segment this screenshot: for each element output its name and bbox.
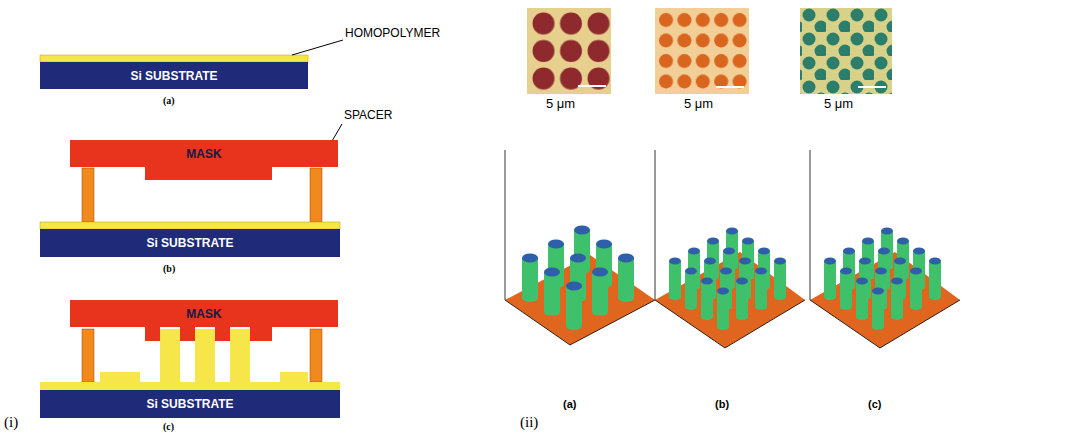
panel-number: (ii): [520, 414, 538, 431]
substrate-layer: Si SUBSTRATE: [40, 390, 340, 418]
panel-letter: (b): [715, 398, 729, 410]
layer-label: Si SUBSTRATE: [130, 69, 217, 83]
layer-label: Si SUBSTRATE: [146, 236, 233, 250]
panel-letter: (b): [163, 263, 175, 274]
afm-plot: [505, 150, 655, 345]
panel-number: (i): [4, 414, 18, 431]
layer-label: MASK: [186, 307, 221, 321]
leader-line: [292, 40, 343, 55]
mask-plate: MASK: [70, 140, 338, 167]
layer-label: Si SUBSTRATE: [146, 397, 233, 411]
part-label: SPACER: [344, 108, 392, 122]
panel-letter: (a): [563, 398, 576, 410]
substrate-layer: Si SUBSTRATE: [40, 62, 308, 89]
substrate-layer: Si SUBSTRATE: [40, 229, 340, 257]
panel-letter: (c): [163, 421, 174, 432]
panel-letter: (c): [868, 398, 881, 410]
scale-bar-label: 5 μm: [546, 96, 575, 111]
layer-label: MASK: [186, 147, 221, 161]
scale-bar-label: 5 μm: [824, 96, 853, 111]
afm-plot: [810, 150, 960, 348]
afm-plot: [655, 150, 805, 348]
scale-bar-label: 5 μm: [684, 96, 713, 111]
part-label: HOMOPOLYMER: [345, 26, 440, 40]
mask-plate: MASK: [70, 300, 338, 327]
panel-letter: (a): [163, 95, 175, 106]
